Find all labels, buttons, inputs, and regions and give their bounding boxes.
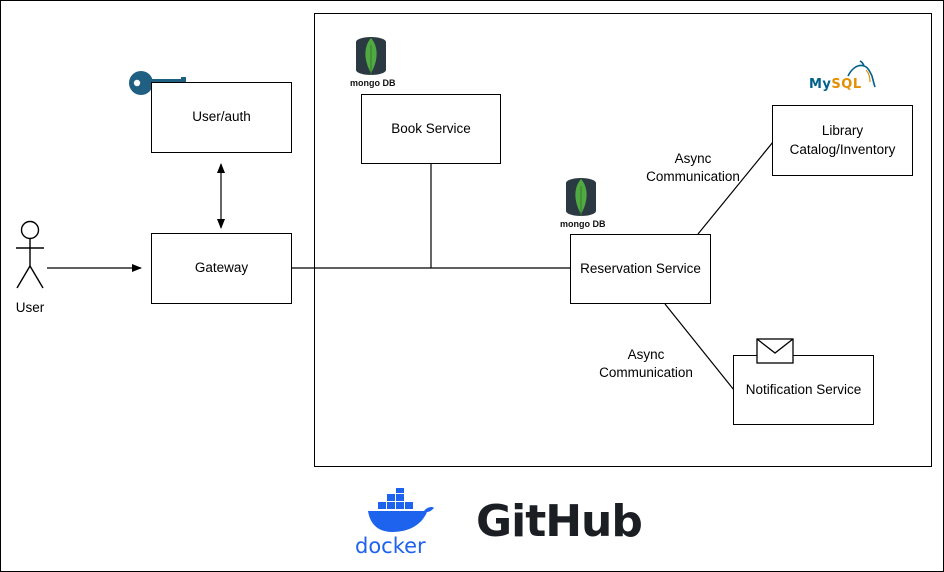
async-label-top-line2: Communication bbox=[646, 168, 740, 184]
node-notification-service[interactable]: Notification Service bbox=[733, 355, 874, 425]
mysql-wordmark-my: My bbox=[809, 77, 832, 92]
mysql-wordmark: MySQL bbox=[809, 77, 862, 92]
node-gateway-label: Gateway bbox=[194, 260, 249, 276]
node-book-service[interactable]: Book Service bbox=[361, 94, 501, 164]
edge-reservation-library bbox=[697, 141, 774, 235]
docker-wordmark: docker bbox=[355, 534, 426, 558]
stick-figure-icon bbox=[16, 220, 44, 289]
node-notification-service-label: Notification Service bbox=[745, 381, 862, 397]
mysql-icon bbox=[847, 60, 876, 88]
edge-reservation-notification bbox=[664, 303, 735, 391]
envelope-icon bbox=[756, 338, 794, 364]
services-cluster bbox=[314, 13, 932, 467]
async-label-top-line1: Async bbox=[674, 151, 712, 166]
mysql-wordmark-sql: SQL bbox=[831, 77, 862, 92]
node-gateway[interactable]: Gateway bbox=[151, 233, 292, 304]
github-wordmark: GitHub bbox=[476, 496, 643, 547]
node-book-service-label: Book Service bbox=[391, 120, 471, 136]
mongodb-wordmark-reservation: mongo DB bbox=[560, 219, 606, 229]
node-library-catalog-line2: Catalog/Inventory bbox=[789, 141, 896, 157]
async-label-bottom-line2: Communication bbox=[599, 364, 693, 380]
node-reservation-service-label: Reservation Service bbox=[580, 260, 701, 276]
docker-icon bbox=[368, 488, 434, 532]
mongodb-icon bbox=[356, 37, 386, 75]
node-library-catalog[interactable]: Library Catalog/Inventory bbox=[772, 105, 913, 176]
node-user-auth[interactable]: User/auth bbox=[151, 82, 292, 153]
async-label-top: Async Communication bbox=[637, 150, 749, 185]
mongodb-icon bbox=[566, 178, 596, 216]
async-label-bottom-line1: Async bbox=[627, 347, 665, 362]
node-library-catalog-line1: Library bbox=[821, 123, 864, 139]
mongodb-wordmark-book: mongo DB bbox=[350, 78, 396, 88]
node-reservation-service[interactable]: Reservation Service bbox=[570, 234, 711, 304]
actor-label: User bbox=[15, 300, 45, 315]
async-label-bottom: Async Communication bbox=[590, 346, 702, 381]
node-user-auth-label: User/auth bbox=[192, 109, 251, 125]
